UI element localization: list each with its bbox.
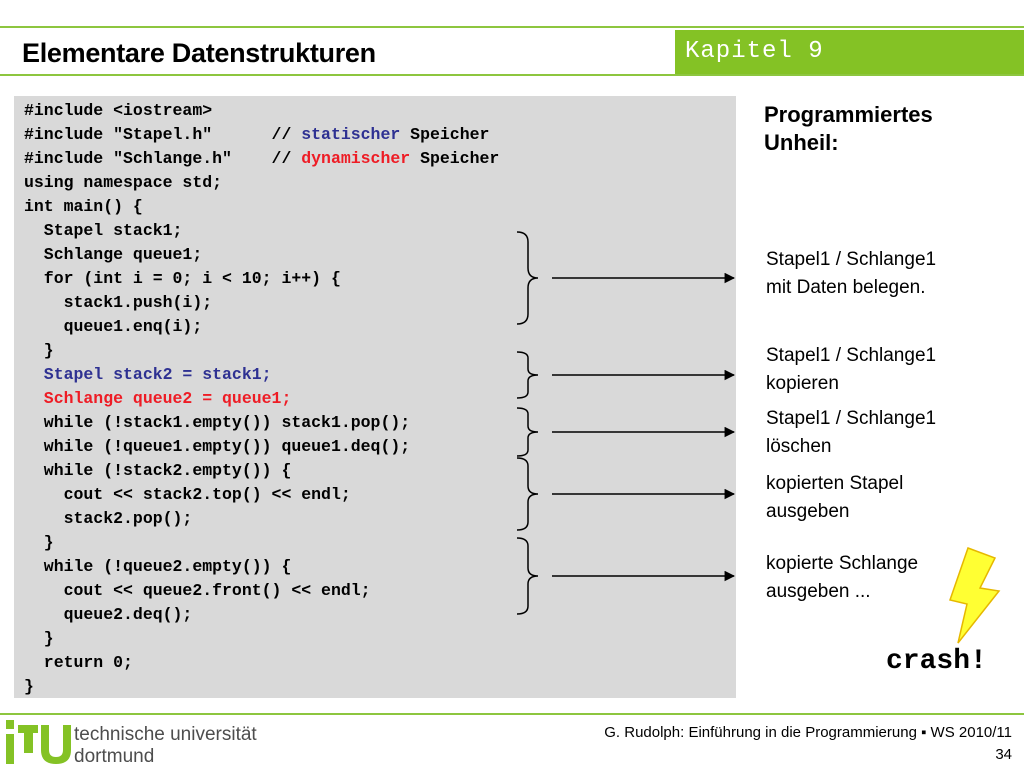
code-token: } — [24, 629, 54, 648]
code-line: return 0; — [24, 653, 133, 672]
university-name: technische universität dortmund — [74, 724, 257, 768]
code-line: #include "Stapel.h" // statischer Speich… — [24, 125, 489, 144]
code-line: using namespace std; — [24, 173, 222, 192]
note-fill: Stapel1 / Schlange1 mit Daten belegen. — [766, 246, 936, 302]
note-print-queue-line-2: ausgeben ... — [766, 581, 871, 602]
code-token: } — [24, 341, 54, 360]
code-token: while (!queue1.empty()) queue1.deq(); — [24, 437, 411, 456]
note-copy-line-2: kopieren — [766, 373, 839, 394]
code-token: stack1.push(i); — [24, 293, 213, 312]
code-token: } — [24, 533, 54, 552]
code-line: int main() { — [24, 197, 143, 216]
code-token: #include "Schlange.h" // — [24, 149, 302, 168]
note-fill-line-2: mit Daten belegen. — [766, 277, 926, 298]
side-title-line-1: Programmiertes — [764, 102, 933, 127]
code-line: Stapel stack2 = stack1; — [24, 365, 272, 384]
code-line: } — [24, 341, 54, 360]
code-listing: #include <iostream> #include "Stapel.h" /… — [14, 96, 736, 698]
note-delete: Stapel1 / Schlange1 löschen — [766, 405, 936, 461]
code-token: Schlange queue1; — [24, 245, 203, 264]
code-token: while (!queue2.empty()) { — [24, 557, 292, 576]
code-line: Stapel stack1; — [24, 221, 183, 240]
top-divider — [0, 26, 1024, 28]
code-line: while (!stack2.empty()) { — [24, 461, 292, 480]
code-token: cout << stack2.top() << endl; — [24, 485, 351, 504]
code-line: } — [24, 533, 54, 552]
code-line: cout << stack2.top() << endl; — [24, 485, 351, 504]
page-title: Elementare Datenstrukturen — [22, 38, 376, 68]
brace-icon — [516, 407, 539, 457]
note-copy: Stapel1 / Schlange1 kopieren — [766, 342, 936, 398]
university-line-2: dortmund — [74, 746, 155, 767]
note-print-queue-line-1: kopierte Schlange — [766, 553, 919, 574]
crash-label: crash! — [886, 646, 987, 677]
code-token: while (!stack2.empty()) { — [24, 461, 292, 480]
note-print-stack-line-2: ausgeben — [766, 501, 850, 522]
side-title-line-2: Unheil: — [764, 130, 839, 155]
university-line-1: technische universität — [74, 724, 257, 745]
tu-logo-icon — [6, 720, 71, 764]
code-token: int main() { — [24, 197, 143, 216]
code-line: while (!queue2.empty()) { — [24, 557, 292, 576]
note-fill-line-1: Stapel1 / Schlange1 — [766, 249, 937, 270]
code-token: #include <iostream> — [24, 101, 213, 120]
code-token: Speicher — [410, 149, 500, 168]
course-info: G. Rudolph: Einführung in die Programmie… — [604, 724, 1012, 741]
code-line: for (int i = 0; i < 10; i++) { — [24, 269, 341, 288]
brace-icon — [516, 457, 539, 531]
code-token: for (int i = 0; i < 10; i++) { — [24, 269, 341, 288]
code-line: Schlange queue1; — [24, 245, 202, 264]
note-delete-line-1: Stapel1 / Schlange1 — [766, 408, 937, 429]
code-token: queue2.deq(); — [24, 605, 193, 624]
code-line: stack1.push(i); — [24, 293, 213, 312]
code-token: stack2.pop(); — [24, 509, 193, 528]
code-line: while (!queue1.empty()) queue1.deq(); — [24, 437, 410, 456]
page-number: 34 — [995, 746, 1012, 763]
code-token: dynamischer — [301, 149, 411, 168]
note-print-stack: kopierten Stapel ausgeben — [766, 470, 903, 526]
code-token: Speicher — [400, 125, 490, 144]
brace-icon — [516, 351, 539, 399]
code-token: statischer — [301, 125, 401, 144]
code-line: #include <iostream> — [24, 101, 212, 120]
code-token: Stapel stack2 = stack1; — [24, 365, 272, 384]
note-print-queue: kopierte Schlange ausgeben ... — [766, 550, 918, 606]
header-divider — [0, 74, 1024, 76]
code-token: #include "Stapel.h" // — [24, 125, 302, 144]
header: Elementare Datenstrukturen Kapitel 9 — [0, 30, 1024, 74]
lightning-icon — [949, 547, 1001, 644]
code-line: #include "Schlange.h" // dynamischer Spe… — [24, 149, 499, 168]
brace-icon — [516, 231, 539, 325]
code-token: queue1.enq(i); — [24, 317, 203, 336]
brace-icon — [516, 537, 539, 615]
footer-info: G. Rudolph: Einführung in die Programmie… — [604, 722, 1012, 766]
side-title: Programmiertes Unheil: — [764, 101, 933, 157]
code-line: } — [24, 629, 54, 648]
code-token: using namespace std; — [24, 173, 223, 192]
code-line: Schlange queue2 = queue1; — [24, 389, 292, 408]
code-token: while (!stack1.empty()) stack1.pop(); — [24, 413, 411, 432]
code-token: } — [24, 677, 34, 696]
code-line: queue1.enq(i); — [24, 317, 203, 336]
code-token: cout << queue2.front() << endl; — [24, 581, 371, 600]
code-line: } — [24, 677, 34, 696]
note-copy-line-1: Stapel1 / Schlange1 — [766, 345, 937, 366]
code-token: Stapel stack1; — [24, 221, 183, 240]
note-print-stack-line-1: kopierten Stapel — [766, 473, 904, 494]
code-line: stack2.pop(); — [24, 509, 193, 528]
code-token: Schlange queue2 = queue1; — [24, 389, 292, 408]
code-token: return 0; — [24, 653, 133, 672]
note-delete-line-2: löschen — [766, 436, 832, 457]
footer-divider — [0, 713, 1024, 715]
chapter-badge: Kapitel 9 — [675, 30, 1024, 74]
code-line: cout << queue2.front() << endl; — [24, 581, 371, 600]
code-line: while (!stack1.empty()) stack1.pop(); — [24, 413, 410, 432]
code-line: queue2.deq(); — [24, 605, 193, 624]
